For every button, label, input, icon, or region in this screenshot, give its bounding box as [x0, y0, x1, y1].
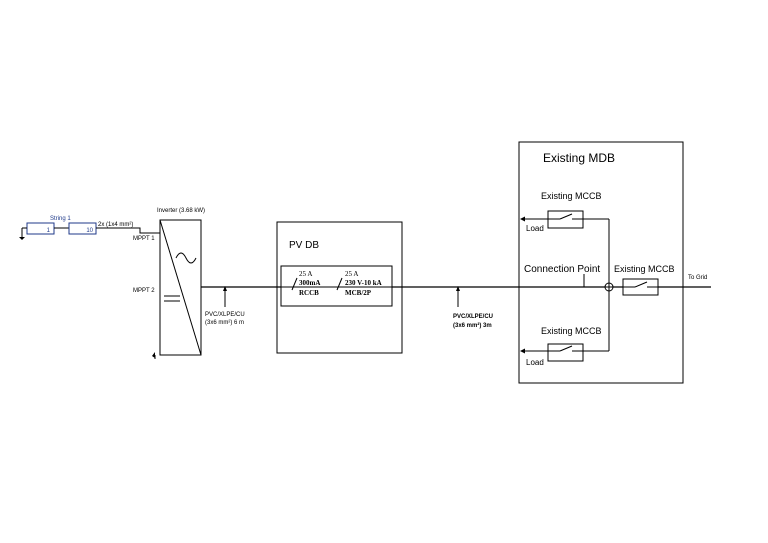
- mccb-main-label: Existing MCCB: [614, 264, 675, 274]
- load-bottom-label: Load: [526, 358, 544, 367]
- mccb-top-label: Existing MCCB: [541, 191, 602, 201]
- load-top-arrow: [520, 216, 525, 222]
- mccb-bottom-contact: [559, 345, 573, 352]
- pv-module-last-label: 10: [86, 228, 93, 234]
- mcb-rating: 25 A: [345, 270, 358, 278]
- feeder-cable-label-2: (3x6 mm²) 3m: [453, 322, 492, 329]
- pvdb-protection-box: [280, 265, 393, 307]
- rccb-sensitivity: 300mA: [299, 279, 320, 287]
- mdb-enclosure: [518, 141, 684, 384]
- mcb-voltage: 230 V-10 kA: [345, 279, 382, 287]
- connection-point-label: Connection Point: [524, 264, 600, 275]
- pvdb-title: PV DB: [289, 240, 319, 251]
- rccb-contact: [291, 277, 298, 291]
- string-positive-lead: [96, 227, 160, 234]
- mccb-top-contact: [559, 213, 573, 220]
- mcb-type: MCB/2P: [345, 289, 372, 297]
- pv-module-first-label: 1: [47, 228, 51, 234]
- ac-cable-arrow-feeder: [456, 286, 460, 291]
- rccb-rating: 25 A: [299, 270, 312, 278]
- string-title: String 1: [50, 216, 71, 222]
- pvdb-enclosure: [276, 221, 403, 354]
- load-top-label: Load: [526, 224, 544, 233]
- earth-arrow-inverter: [152, 352, 155, 358]
- mppt1-label: MPPT 1: [133, 236, 155, 242]
- ac-cable-arrow-inverter: [223, 286, 227, 291]
- inverter-diagonal: [159, 219, 202, 356]
- mccb-bottom-label: Existing MCCB: [541, 326, 602, 336]
- to-grid-label: To Grid: [688, 275, 707, 281]
- mdb-title: Existing MDB: [543, 151, 615, 165]
- mppt2-label: MPPT 2: [133, 288, 155, 294]
- earth-arrow-string: [19, 237, 25, 240]
- load-bottom-arrow: [520, 348, 525, 354]
- ac-cable-label-2: (3x6 mm²) 6 m: [205, 320, 244, 326]
- mcb-contact: [336, 277, 343, 291]
- ac-cable-label-1: PVC/XLPE/CU: [205, 312, 245, 318]
- ac-wave-icon: [175, 252, 197, 264]
- mccb-bottom-box: [547, 343, 584, 362]
- string-cable-label: 2x (1x4 mm²): [98, 222, 133, 228]
- feeder-cable-label-1: PVC/XLPE/CU: [453, 314, 493, 320]
- inverter-title: Inverter (3.68 kW): [157, 208, 205, 214]
- rccb-type: RCCB: [299, 289, 319, 297]
- mccb-main-contact: [634, 281, 648, 288]
